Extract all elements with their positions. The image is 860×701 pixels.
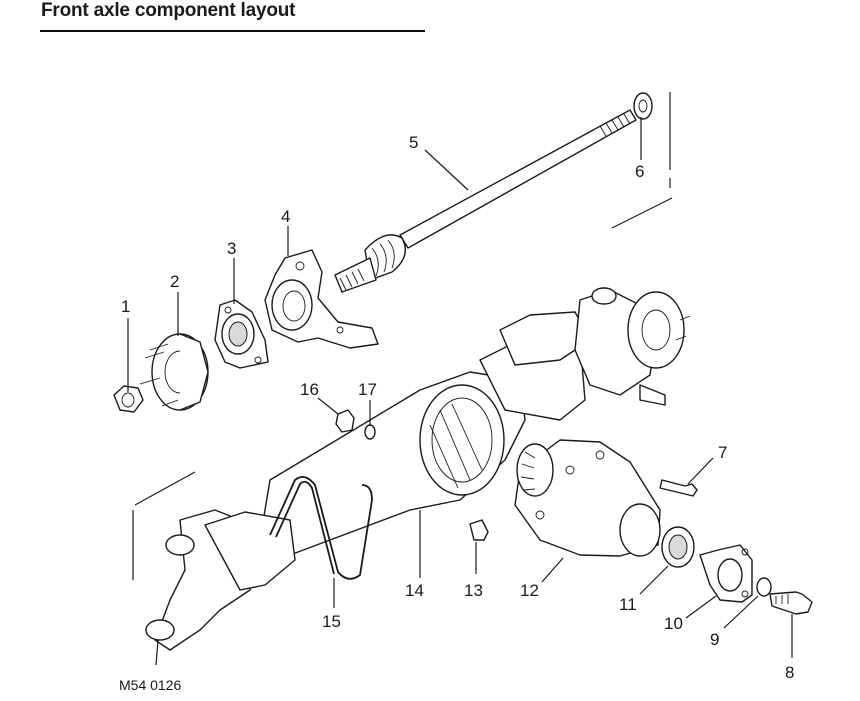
- washer-part-9: [756, 577, 772, 597]
- callout-numbers: 1 2 3 4 5 6 7 8 9 10 11 12 13 14 15 16 1…: [121, 133, 794, 682]
- drive-flange-part-10: [699, 544, 753, 603]
- callout-3: 3: [227, 239, 236, 258]
- hub-nut-part-1: [113, 385, 144, 413]
- right-swivel-assembly: [574, 287, 691, 406]
- callout-15: 15: [322, 612, 341, 631]
- hub-part-2: [139, 333, 209, 411]
- breather-hose-part-15: [269, 476, 373, 580]
- callout-8: 8: [785, 663, 794, 682]
- callout-2: 2: [170, 272, 179, 291]
- callout-1: 1: [121, 297, 130, 316]
- washer-part-6: [633, 92, 653, 120]
- axle-casing-part-14: [259, 311, 591, 556]
- bolt-part-7: [659, 479, 698, 497]
- plug-washer-part-17: [364, 424, 376, 440]
- flange-bolt-part-8: [769, 591, 813, 615]
- callout-14: 14: [405, 581, 424, 600]
- leader-lines: [127, 117, 793, 658]
- callout-6: 6: [635, 162, 644, 181]
- differential-part-12: [514, 439, 661, 557]
- callout-4: 4: [281, 207, 290, 226]
- callout-17: 17: [358, 380, 377, 399]
- callout-11: 11: [619, 595, 637, 614]
- callout-12: 12: [520, 581, 539, 600]
- callout-9: 9: [710, 630, 719, 649]
- page-title: Front axle component layout: [41, 0, 296, 21]
- title-underline: [40, 30, 425, 32]
- filler-plug-part-16: [335, 409, 355, 433]
- drain-plug-part-13: [469, 519, 489, 541]
- bearing-carrier-part-3: [214, 299, 269, 369]
- figure-reference: M54 0126: [119, 677, 182, 693]
- pinion-bearing-part-11: [661, 526, 695, 568]
- left-swivel-assembly: [145, 509, 296, 666]
- swivel-housing-part-4: [264, 249, 379, 349]
- callout-13: 13: [464, 581, 483, 600]
- callout-16: 16: [300, 380, 319, 399]
- callout-5: 5: [409, 133, 418, 152]
- callout-7: 7: [718, 443, 727, 462]
- break-lines: [132, 92, 673, 580]
- drive-shaft-part-5: [334, 109, 637, 293]
- callout-10: 10: [664, 614, 683, 633]
